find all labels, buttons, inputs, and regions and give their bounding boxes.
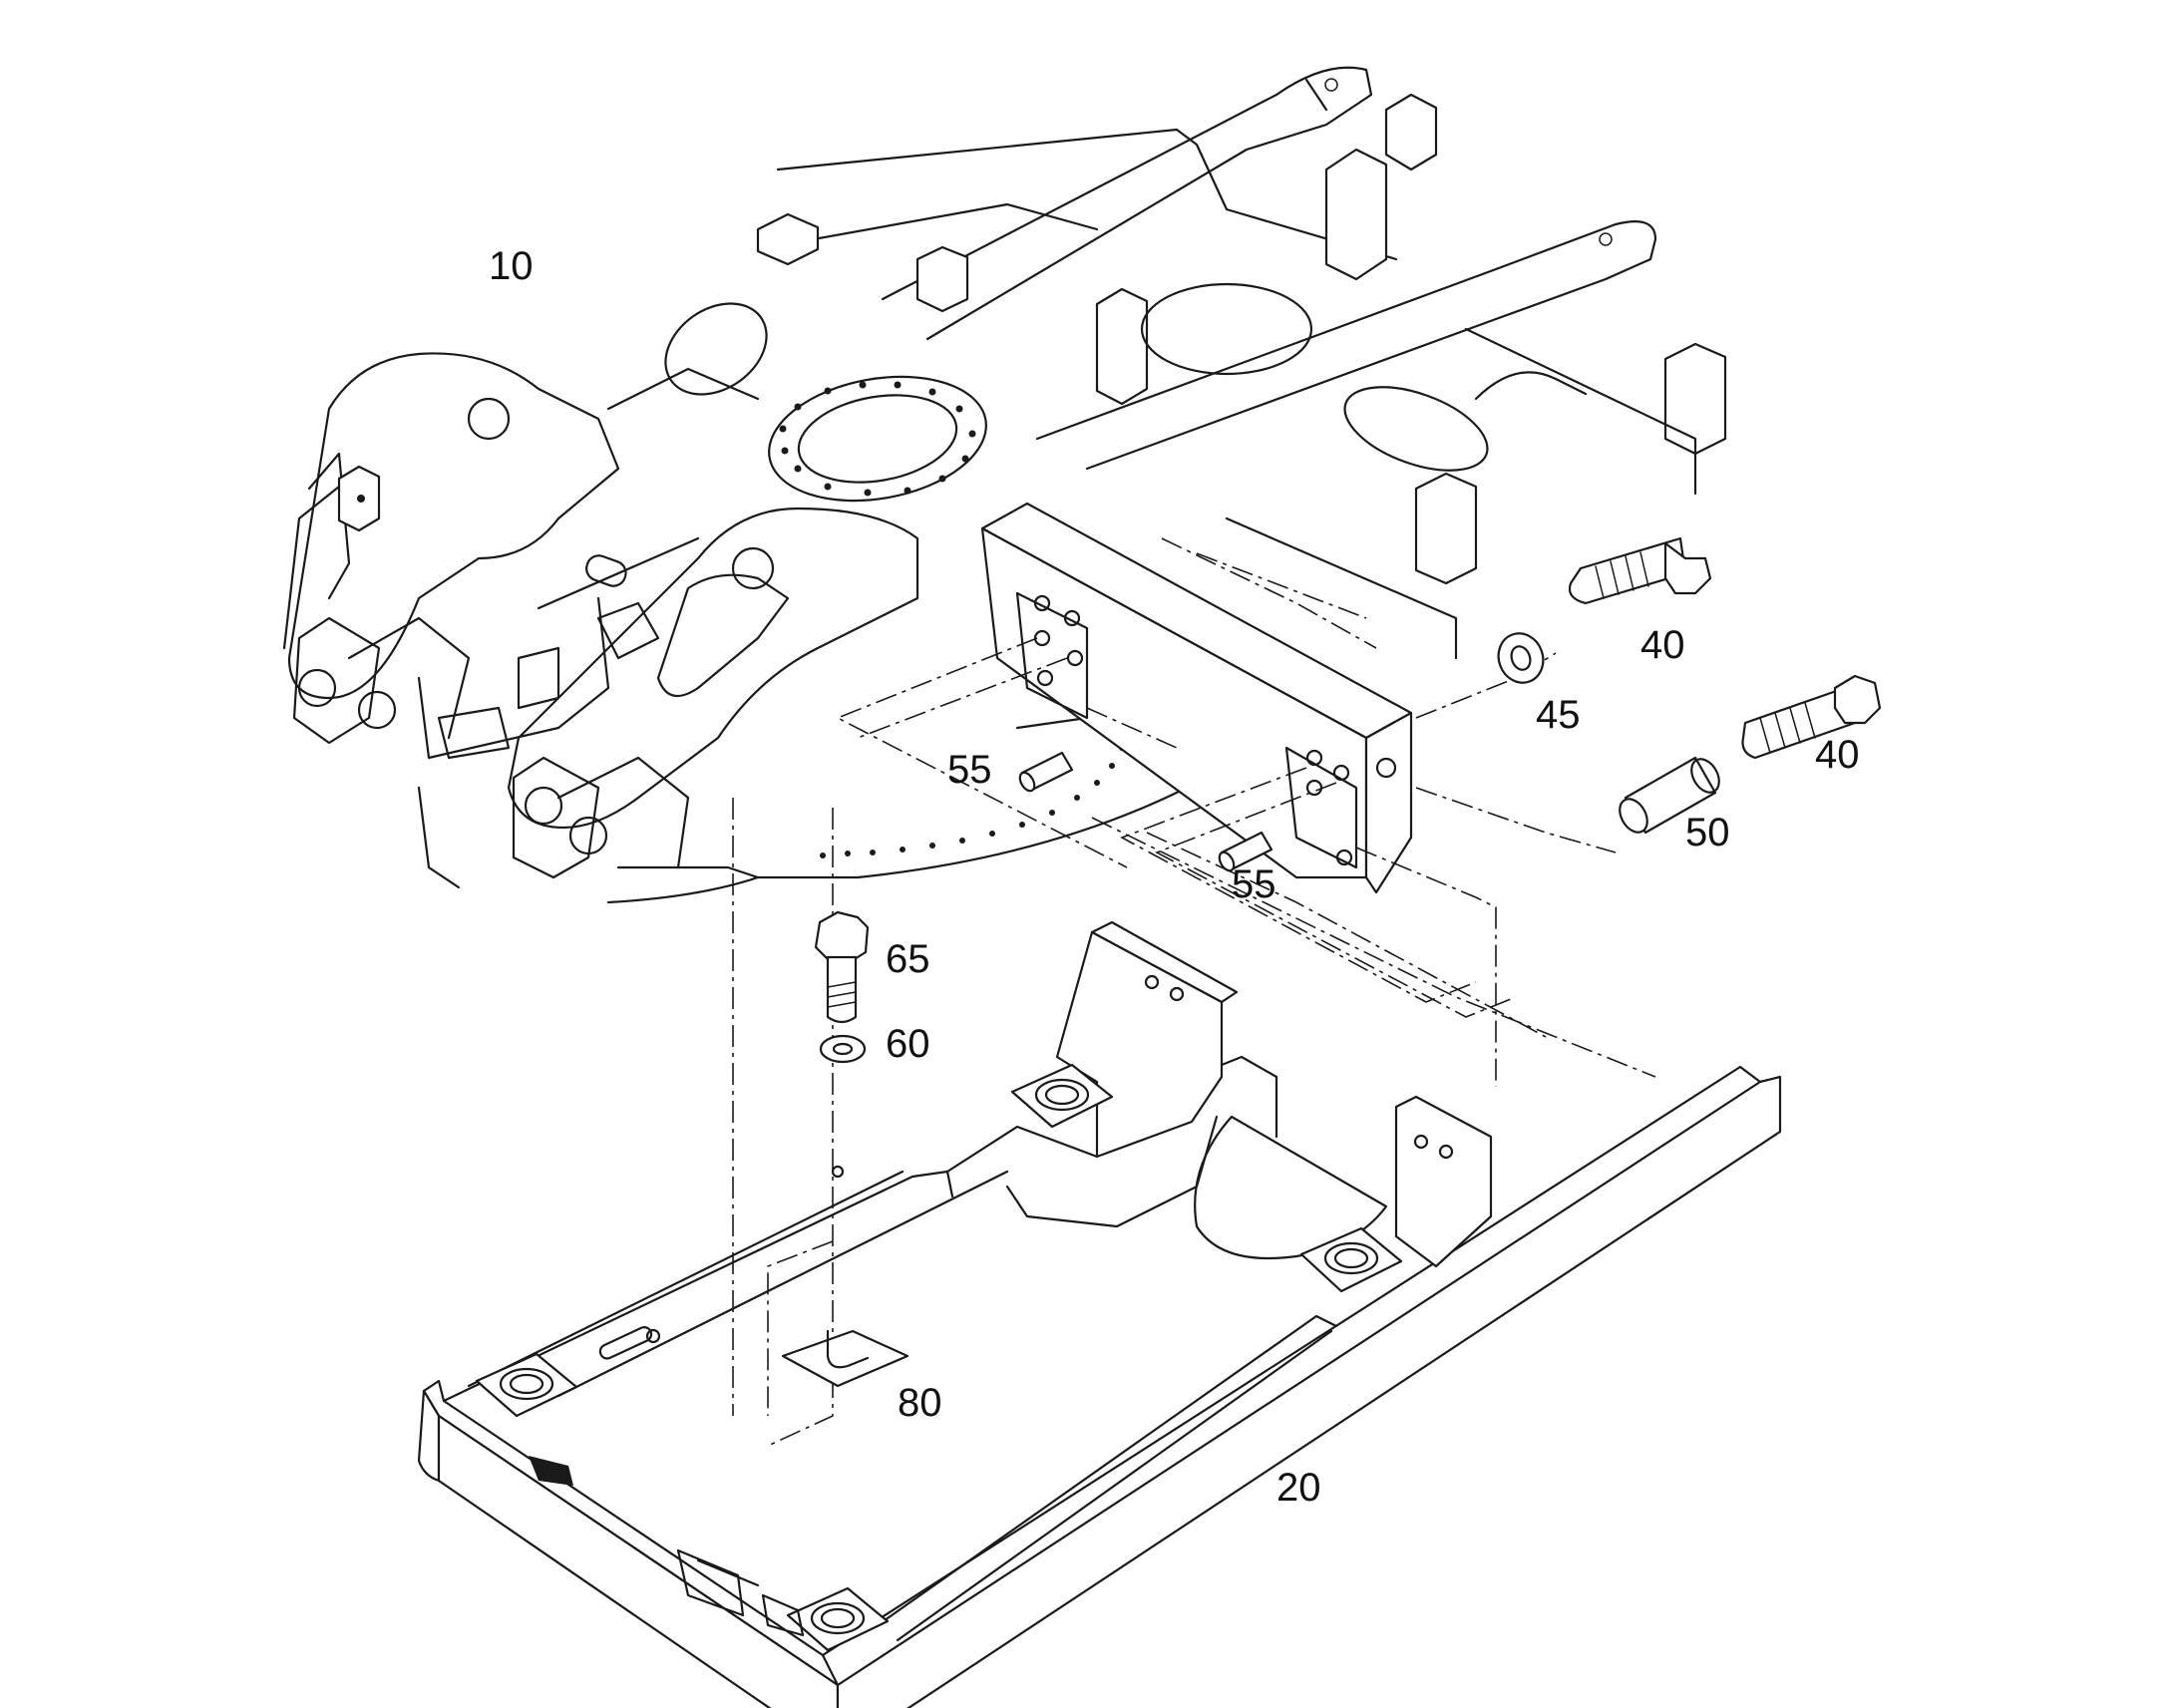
bolt-65 [814,910,870,1024]
sleeve-50 [1619,756,1720,835]
washer-45 [1497,632,1545,684]
pin-55-left [1018,751,1074,793]
slotted-plate-80 [781,1329,909,1388]
label-part-20: 20 [1276,1466,1321,1510]
label-part-40-upper: 40 [1640,623,1685,667]
bolt-40-upper [1568,536,1712,605]
bolt-40-lower [1741,674,1882,760]
label-part-40-lower: 40 [1815,733,1860,777]
pin-55-right [1218,831,1273,872]
label-part-45: 45 [1536,693,1581,737]
upper-frame [282,66,1727,904]
washer-60 [819,1034,867,1064]
cross-beam [980,502,1413,894]
label-part-10: 10 [489,244,534,288]
label-part-50: 50 [1685,811,1730,854]
label-part-55-left: 55 [947,748,992,792]
label-part-65: 65 [886,937,930,981]
lower-frame [417,920,1782,1708]
label-part-60: 60 [886,1022,930,1066]
label-part-80: 80 [898,1381,942,1425]
label-part-55-right: 55 [1232,862,1276,906]
